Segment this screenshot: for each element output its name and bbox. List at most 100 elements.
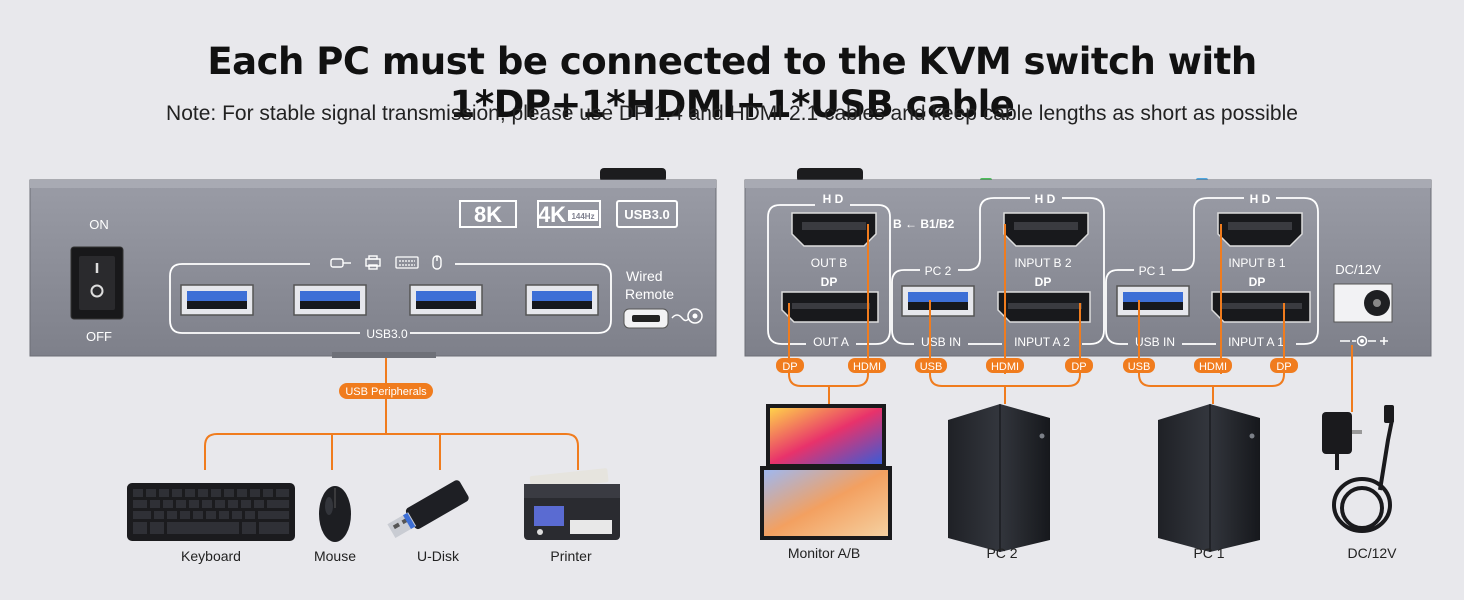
b-switch-label: B ← B1/B2	[893, 217, 955, 231]
left-kvm-panel: ON OFF 8K 4K 144Hz USB3.0	[29, 168, 717, 358]
pc2-panel-label: PC 2	[925, 264, 952, 278]
mouse-device	[319, 486, 351, 542]
usb-port-4[interactable]	[525, 284, 599, 316]
input-b1-label: INPUT B 1	[1228, 256, 1285, 270]
svg-text:DP: DP	[782, 361, 797, 373]
left-panel-body	[29, 179, 717, 357]
wired-remote-line2: Remote	[625, 286, 674, 302]
svg-text:USB: USB	[920, 361, 943, 373]
power-on-label: ON	[89, 217, 109, 232]
power-adapter	[1322, 405, 1394, 533]
tag-hdmi-pc1: HDMI	[1194, 358, 1232, 373]
usb-port-2[interactable]	[293, 284, 367, 316]
svg-text:144Hz: 144Hz	[571, 212, 594, 221]
usb-group-frame	[169, 263, 612, 334]
out-a-label: OUT A	[813, 335, 849, 349]
hd-label-b2: H D	[1035, 192, 1056, 206]
peripheral-wiring	[204, 358, 579, 470]
tag-dp-pc2: DP	[1065, 358, 1093, 373]
printer-label: Printer	[550, 548, 592, 564]
left-knob	[600, 168, 666, 182]
pc2-tower	[948, 404, 1050, 552]
usb-in-label-pc2: USB IN	[921, 335, 961, 349]
adapter-label: DC/12V	[1347, 545, 1397, 561]
svg-text:DP: DP	[1276, 361, 1291, 373]
usb-cable-icon	[330, 258, 351, 268]
note-text: Note: For stable signal transmission, pl…	[166, 102, 1298, 125]
dp-label-a2: DP	[1035, 275, 1052, 289]
udisk-label: U-Disk	[417, 548, 460, 564]
usb-in-port-pc1[interactable]	[1116, 285, 1190, 317]
polarity-icon	[1340, 335, 1388, 347]
hdmi-port-input-b1[interactable]	[1217, 212, 1303, 247]
right-kvm-panel: H D H D H D B ← B1/B2 OUT B INPUT B 2 IN…	[744, 168, 1432, 357]
usb-in-label-pc1: USB IN	[1135, 335, 1175, 349]
keyboard-device	[127, 483, 295, 541]
input-b2-label: INPUT B 2	[1014, 256, 1071, 270]
tag-dp-out: DP	[776, 358, 804, 373]
hdmi-port-input-b2[interactable]	[1003, 212, 1089, 247]
usb-group-label: USB3.0	[366, 327, 408, 341]
hd-label-b1: H D	[1250, 192, 1271, 206]
svg-text:4K: 4K	[538, 202, 566, 227]
right-panel-body	[744, 179, 1432, 357]
power-switch[interactable]	[70, 246, 124, 320]
pc1-tower	[1158, 404, 1260, 552]
udisk-device	[387, 480, 469, 539]
svg-text:HDMI: HDMI	[991, 361, 1019, 373]
dc-power-port[interactable]	[1333, 283, 1393, 323]
usb-port-3[interactable]	[409, 284, 483, 316]
svg-text:DP: DP	[1071, 361, 1086, 373]
power-off-label: OFF	[86, 329, 112, 344]
badge-usb3: USB3.0	[616, 200, 678, 228]
badge-8k: 8K	[459, 200, 517, 228]
tag-hdmi-out: HDMI	[848, 358, 886, 373]
monitor-device	[760, 404, 892, 540]
right-panel-top-edge	[745, 180, 1431, 188]
dc-panel-label: DC/12V	[1335, 262, 1381, 277]
mouse-label: Mouse	[314, 548, 356, 564]
pc1-panel-label: PC 1	[1139, 264, 1166, 278]
badge-4k: 4K 144Hz	[537, 200, 601, 228]
tag-hdmi-pc2: HDMI	[986, 358, 1024, 373]
dp-label-out-a: DP	[821, 275, 838, 289]
right-knob	[797, 168, 863, 182]
keyboard-label: Keyboard	[181, 548, 241, 564]
input-a2-label: INPUT A 2	[1014, 335, 1070, 349]
left-panel-top-edge	[30, 180, 716, 188]
dp-port-out-a[interactable]	[781, 291, 879, 323]
pc2-label: PC 2	[986, 545, 1017, 561]
svg-text:HDMI: HDMI	[853, 361, 881, 373]
svg-text:USB Peripherals: USB Peripherals	[345, 386, 427, 398]
keyboard-icon	[395, 256, 419, 269]
dp-port-input-a2[interactable]	[997, 291, 1091, 323]
usb-peripherals-tag: USB Peripherals	[339, 383, 433, 399]
tag-usb-pc2: USB	[915, 358, 947, 373]
port-frames	[767, 197, 1319, 345]
pc1-label: PC 1	[1193, 545, 1224, 561]
svg-text:HDMI: HDMI	[1199, 361, 1227, 373]
headline: Each PC must be connected to the KVM swi…	[207, 40, 1257, 126]
printer-icon	[365, 255, 381, 270]
hdmi-port-out-b[interactable]	[791, 212, 877, 247]
usb-port-1[interactable]	[180, 284, 254, 316]
tag-dp-pc1: DP	[1270, 358, 1298, 373]
svg-text:USB3.0: USB3.0	[624, 207, 670, 222]
wired-remote-port[interactable]	[623, 308, 703, 329]
svg-text:USB: USB	[1128, 361, 1151, 373]
printer-device	[524, 468, 620, 540]
svg-text:8K: 8K	[474, 202, 502, 227]
tag-usb-pc1: USB	[1123, 358, 1155, 373]
left-panel-tab	[332, 352, 436, 358]
mouse-icon	[432, 255, 442, 270]
dp-label-a1: DP	[1249, 275, 1266, 289]
dp-port-input-a1[interactable]	[1211, 291, 1311, 323]
wired-remote-line1: Wired	[626, 268, 663, 284]
out-b-label: OUT B	[811, 256, 847, 270]
monitor-label: Monitor A/B	[788, 545, 860, 561]
hd-label-outb: H D	[823, 192, 844, 206]
input-a1-label: INPUT A 1	[1228, 335, 1284, 349]
usb-in-port-pc2[interactable]	[901, 285, 975, 317]
